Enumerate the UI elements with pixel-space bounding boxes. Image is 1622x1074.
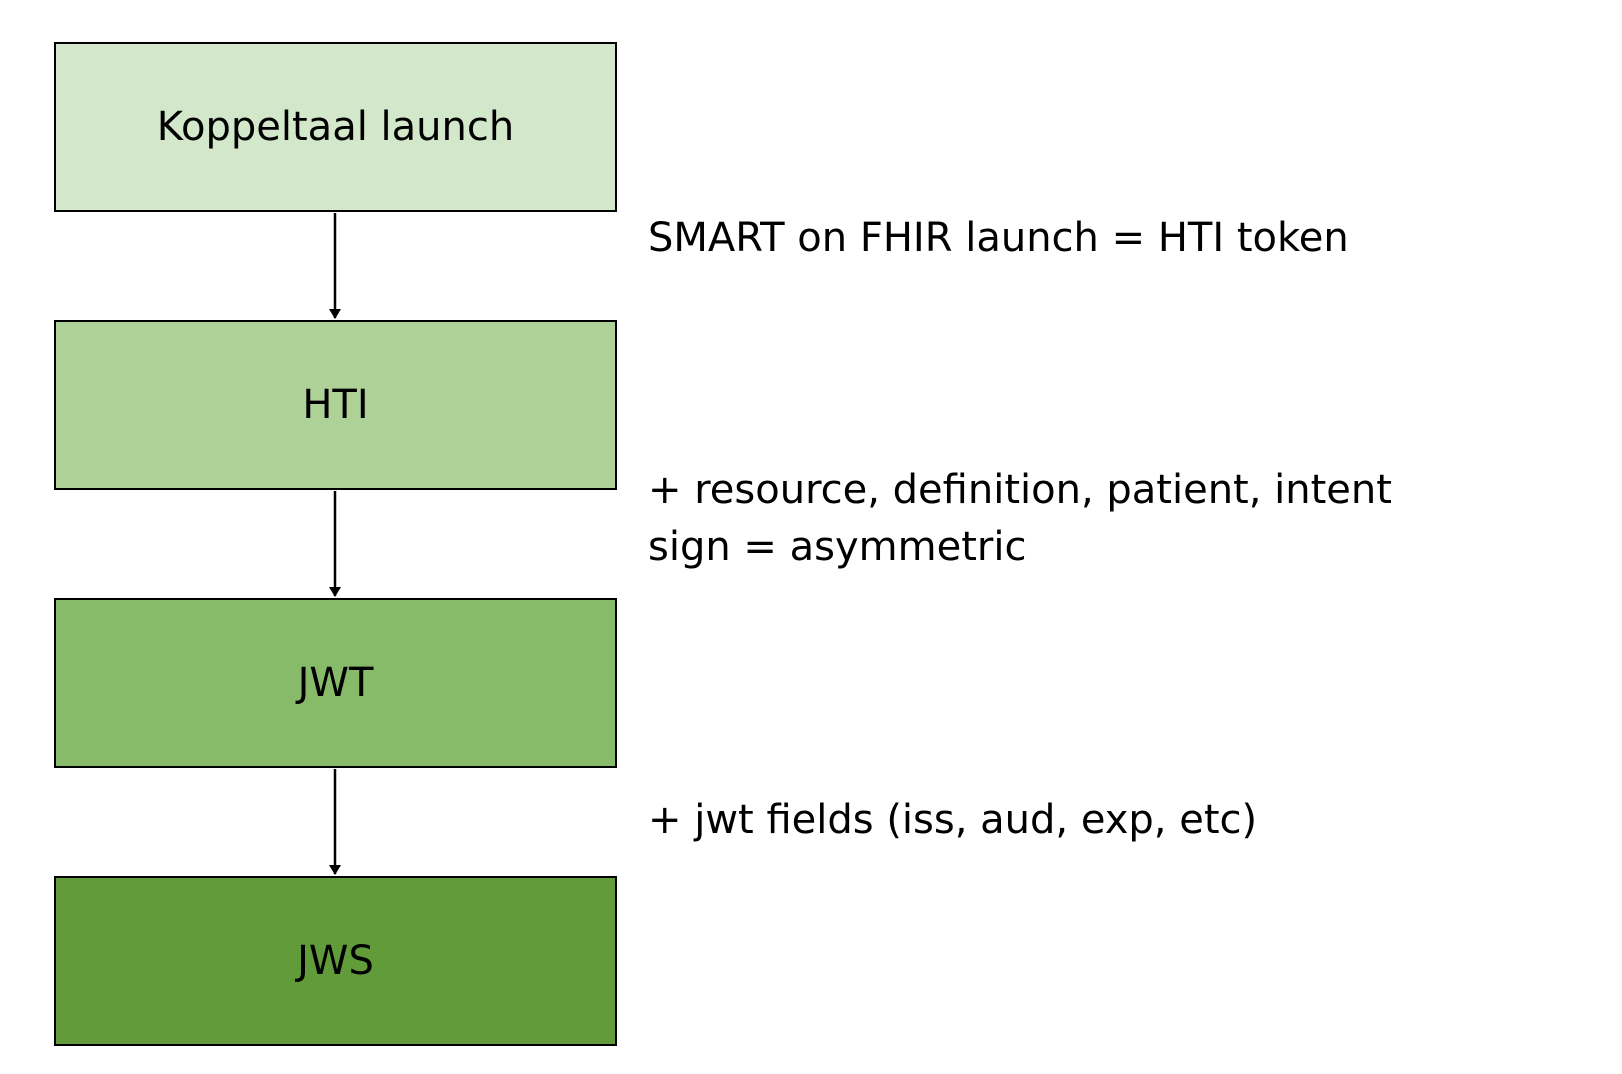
step-label: HTI [302, 382, 369, 428]
transition-note-2: + resource, definition, patient, intent … [648, 462, 1392, 576]
step-label: JWT [297, 660, 374, 706]
transition-note-line: + resource, definition, patient, intent [648, 467, 1392, 513]
transition-note-line: SMART on FHIR launch = HTI token [648, 215, 1349, 261]
step-koppeltaal-launch-box: Koppeltaal launch [54, 42, 617, 212]
step-label: JWS [297, 938, 374, 984]
step-hti-box: HTI [54, 320, 617, 490]
step-jwt-box: JWT [54, 598, 617, 768]
transition-note-1: SMART on FHIR launch = HTI token [648, 210, 1349, 267]
step-jws-box: JWS [54, 876, 617, 1046]
step-label: Koppeltaal launch [156, 104, 515, 150]
transition-note-line: sign = asymmetric [648, 524, 1027, 570]
transition-note-line: + jwt fields (iss, aud, exp, etc) [648, 797, 1258, 843]
transition-note-3: + jwt fields (iss, aud, exp, etc) [648, 792, 1257, 849]
